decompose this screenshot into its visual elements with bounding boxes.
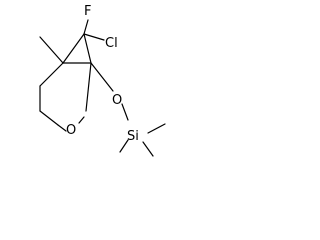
bond-o-c1 (85, 62, 92, 112)
fluorine-label: F (84, 4, 91, 19)
ether-oxygen-label: O (112, 93, 122, 108)
ring-oxygen-label: O (66, 123, 76, 138)
bond-oxy-si (121, 103, 129, 121)
structural-formula: F Cl O O Si (39, 4, 166, 157)
bond-c1-oxy (90, 62, 114, 92)
bond-si-methyl-down (142, 141, 154, 157)
bond-c7-f (83, 19, 89, 35)
bond-c3-c2 (57, 124, 67, 132)
bond-si-methyl-right (147, 123, 166, 134)
bond-c7-c1 (83, 33, 92, 64)
bond-c2-o (78, 116, 85, 124)
chlorine-label: Cl (105, 36, 118, 51)
bond-c6-methyl (39, 36, 64, 64)
silicon-label: Si (127, 129, 139, 144)
tetrahydropyran-ring (39, 62, 92, 132)
bond-si-methyl-left (119, 139, 129, 153)
bond-c4-c3 (39, 110, 59, 126)
cyclopropane-ring (62, 33, 92, 64)
bond-c7-c6 (62, 33, 85, 64)
bond-c7-cl (83, 33, 105, 41)
bond-c6-c5 (39, 62, 64, 87)
